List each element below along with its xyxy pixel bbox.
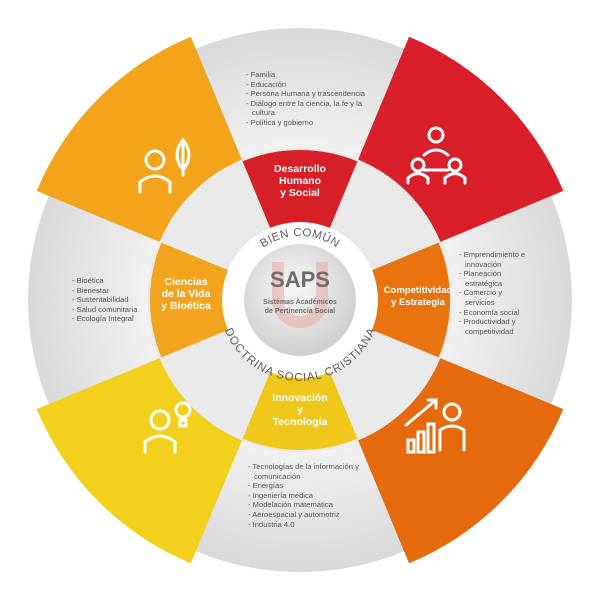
- growth-chart-person-icon: [404, 398, 466, 454]
- person-idea-icon: [143, 401, 192, 454]
- list-item: Modelación matemática: [248, 500, 368, 510]
- list-item: Sustentabilidad: [72, 295, 152, 305]
- list-ciencias-vida: Bioética Bienestar Sustentabilidad Salud…: [72, 276, 152, 324]
- wedge-bottom-right: [357, 357, 564, 564]
- list-item: Educación: [246, 80, 371, 90]
- list-item: Ingeniería médica: [248, 491, 368, 501]
- list-item: Energías: [248, 481, 368, 491]
- wedge-top-left: [36, 36, 243, 243]
- tab-label: y Bioética: [161, 300, 211, 312]
- tab-label: Competitividad: [383, 285, 453, 296]
- list-item: Industria 4.0: [248, 520, 368, 530]
- tab-innovacion[interactable]: Innovación y Tecnología: [258, 392, 342, 428]
- list-item: Diálogo entre la ciencia, la fe y la cul…: [246, 99, 371, 118]
- list-item: Productividad y competitividad: [459, 317, 529, 336]
- subtitle-line: de Pertinencia Social: [264, 308, 336, 315]
- tab-label: Innovación: [272, 392, 328, 404]
- tab-label: Humano: [279, 175, 321, 187]
- list-item: Emprendimiento e innovación: [459, 250, 529, 269]
- team-network-icon: [406, 126, 467, 185]
- tab-background: [370, 242, 450, 358]
- tab-background: [242, 370, 358, 450]
- tab-label: Tecnología: [272, 416, 328, 428]
- saps-subtitle: Sistémas Académicos de Pertinencia Socia…: [245, 298, 355, 316]
- tab-desarrollo-humano[interactable]: Desarrollo Humano y Social: [258, 163, 342, 199]
- tab-label: y Estrategia: [391, 297, 445, 308]
- person-leaf-icon: [138, 137, 191, 194]
- u-logo-icon: [272, 262, 328, 328]
- tab-label: Ciencias: [164, 276, 208, 288]
- list-item: Ecología Integral: [72, 314, 152, 324]
- list-item: Planeación estratégica: [459, 269, 529, 288]
- list-item: Bioética: [72, 276, 152, 286]
- subtitle-line: Sistémas Académicos: [263, 299, 337, 306]
- tab-label: y Social: [280, 187, 320, 199]
- tab-background: [150, 242, 230, 358]
- saps-title: SAPS: [270, 267, 330, 292]
- list-item: Familia: [246, 70, 371, 80]
- list-innovacion: Tecnologías de la información y comunica…: [248, 462, 368, 529]
- list-desarrollo-humano: Familia Educación Persona Humana y trasc…: [246, 70, 371, 128]
- list-item: Política y gobierno: [246, 118, 371, 128]
- wedge-top-right: [357, 36, 564, 243]
- tab-label: y: [297, 404, 303, 416]
- tab-competitividad[interactable]: Competitividad y Estrategia: [376, 285, 460, 309]
- tab-label: Desarrollo: [274, 163, 326, 175]
- list-item: Aeroespacial y automotriz: [248, 510, 368, 520]
- list-competitividad: Emprendimiento e innovación Planeación e…: [459, 250, 529, 336]
- list-item: Bienestar: [72, 286, 152, 296]
- list-item: Comercio y servicios: [459, 288, 529, 307]
- list-item: Salud comunitaria: [72, 305, 152, 315]
- list-item: Economía social: [459, 308, 529, 318]
- tab-background: [242, 150, 358, 230]
- list-item: Tecnologías de la información y comunica…: [248, 462, 368, 481]
- tab-label: de la Vida: [161, 288, 211, 300]
- list-item: Persona Humana y trascendencia: [246, 89, 371, 99]
- center-logo: SAPS Sistémas Académicos de Pertinencia …: [245, 245, 355, 355]
- tab-ciencias-vida[interactable]: Ciencias de la Vida y Bioética: [146, 276, 226, 312]
